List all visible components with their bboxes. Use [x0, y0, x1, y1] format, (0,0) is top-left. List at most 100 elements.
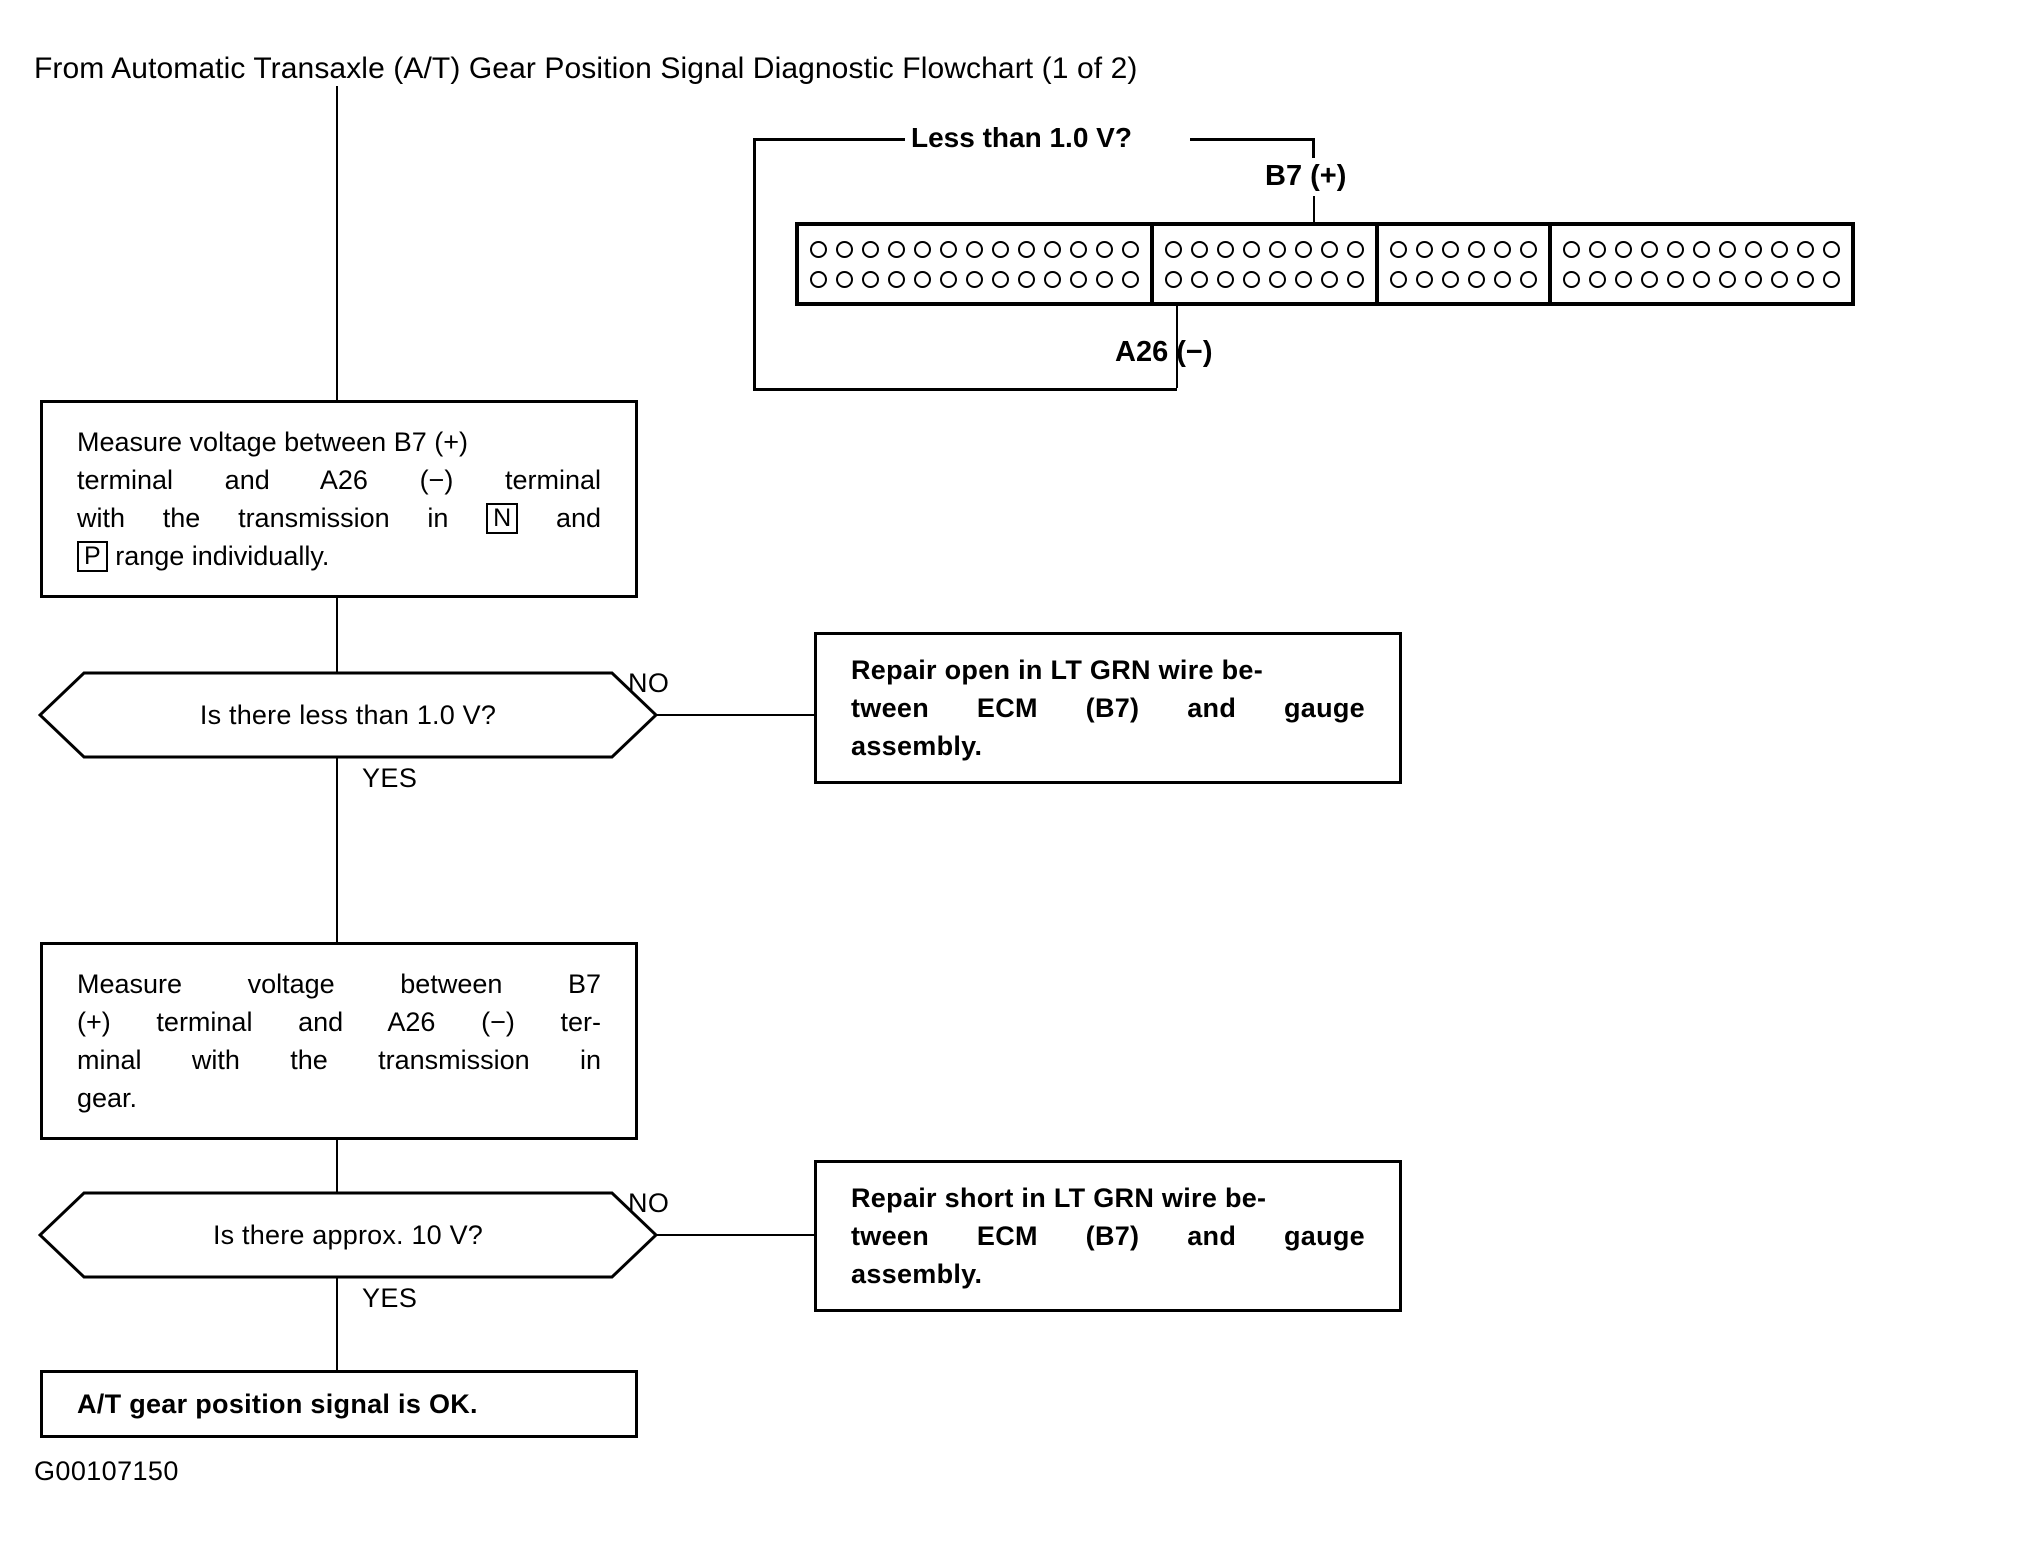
decision1-no-label: NO	[628, 668, 670, 698]
bracket-bottom-rail	[753, 388, 1177, 391]
connector-pin	[1269, 270, 1286, 288]
step1-line2: terminal and A26 (−) terminal	[77, 465, 601, 495]
connector-pin	[862, 270, 879, 288]
entry-flow-line	[336, 86, 338, 400]
repair2-box: Repair short in LT GRN wire be- tween EC…	[814, 1160, 1402, 1312]
connector-pin	[1468, 270, 1485, 288]
connector-pin	[1494, 240, 1511, 258]
flow-line-decision1-no	[656, 714, 816, 716]
step2-text: Measure voltage between B7 (+) terminal …	[43, 965, 635, 1117]
connector-pin	[1347, 240, 1364, 258]
decision2-yes-label: YES	[362, 1283, 418, 1313]
connector-pin	[1165, 270, 1182, 288]
page-title: From Automatic Transaxle (A/T) Gear Posi…	[34, 52, 1138, 85]
bracket-top-rail-left	[753, 138, 913, 141]
terminal-result-box: A/T gear position signal is OK.	[40, 1370, 638, 1438]
pin-row-top	[1165, 240, 1364, 258]
connector-pin	[1823, 270, 1840, 288]
connector-pin	[1390, 270, 1407, 288]
decision1-hexagon	[38, 671, 658, 759]
repair1-box: Repair open in LT GRN wire be- tween ECM…	[814, 632, 1402, 784]
connector-pin	[1693, 240, 1710, 258]
connector-pin	[940, 270, 957, 288]
repair1-line3: assembly.	[851, 731, 983, 761]
connector-pin	[1018, 270, 1035, 288]
connector-pin	[1044, 270, 1061, 288]
repair1-line2: tween ECM (B7) and gauge	[851, 693, 1365, 723]
step1-process-box: Measure voltage between B7 (+) terminal …	[40, 400, 638, 598]
connector-pin	[1589, 270, 1606, 288]
connector-pin	[1191, 270, 1208, 288]
connector-pin	[1771, 240, 1788, 258]
connector-pin	[1442, 240, 1459, 258]
connector-pin	[1321, 270, 1338, 288]
flow-line-decision2-no	[656, 1234, 816, 1236]
pin-row-top	[1563, 240, 1840, 258]
connector-pin	[1719, 270, 1736, 288]
connector-pin	[1823, 240, 1840, 258]
connector-pin	[1615, 240, 1632, 258]
connector-pin-b7	[1243, 240, 1260, 258]
connector-pin	[1044, 240, 1061, 258]
flow-line-step2-to-decision2	[336, 1140, 338, 1210]
connector-pin	[1468, 240, 1485, 258]
connector-section-d	[1552, 226, 1851, 302]
connector-pin	[1719, 240, 1736, 258]
ecm-connector-diagram	[795, 222, 1855, 306]
connector-pin	[1096, 240, 1113, 258]
connector-pin	[1070, 270, 1087, 288]
connector-pin	[966, 240, 983, 258]
flow-line-step1-to-decision1	[336, 598, 338, 672]
repair2-line3: assembly.	[851, 1259, 983, 1289]
pin-row-top	[810, 240, 1139, 258]
b7-lead-line	[1313, 196, 1315, 242]
connector-pin-a26	[1122, 270, 1139, 288]
bracket-right-drop	[1312, 138, 1315, 158]
step1-line4: P range individually.	[77, 537, 601, 575]
connector-pin	[810, 240, 827, 258]
connector-pin	[810, 270, 827, 288]
connector-pin	[1295, 240, 1312, 258]
pin-row-bottom	[1563, 270, 1840, 288]
connector-pin	[914, 240, 931, 258]
connector-pin	[1096, 270, 1113, 288]
gear-range-p: P	[77, 541, 108, 572]
connector-pin	[1217, 270, 1234, 288]
connector-pin	[914, 270, 931, 288]
decision1-label: Is there less than 1.0 V?	[199, 699, 497, 730]
connector-pin	[992, 270, 1009, 288]
decision1-yes-label: YES	[362, 763, 418, 793]
connector-pin	[1269, 240, 1286, 258]
connector-pin	[1018, 240, 1035, 258]
pin-row-bottom	[1390, 270, 1537, 288]
connector-section-b	[1154, 226, 1379, 302]
repair2-line2: tween ECM (B7) and gauge	[851, 1221, 1365, 1251]
connector-pin	[1563, 270, 1580, 288]
decision2-label: Is there approx. 10 V?	[212, 1219, 484, 1250]
connector-pin	[1295, 270, 1312, 288]
repair2-text: Repair short in LT GRN wire be- tween EC…	[817, 1179, 1399, 1293]
decision2-hexagon	[38, 1191, 658, 1279]
connector-pin	[1641, 240, 1658, 258]
connector-pin	[1321, 240, 1338, 258]
step2-line4: gear.	[77, 1083, 138, 1113]
connector-pin	[1797, 270, 1814, 288]
connector-pin	[1797, 240, 1814, 258]
b7-terminal-label: B7 (+)	[1265, 160, 1347, 192]
repair2-line1: Repair short in LT GRN wire be-	[851, 1183, 1267, 1213]
connector-pin	[1693, 270, 1710, 288]
gear-range-n: N	[486, 503, 519, 534]
pin-row-top	[1390, 240, 1537, 258]
repair1-text: Repair open in LT GRN wire be- tween ECM…	[817, 651, 1399, 765]
connector-pin	[1745, 270, 1762, 288]
step1-line3: with the transmission in N and	[77, 503, 601, 534]
bracket-top-rail-right	[1190, 138, 1315, 141]
a26-lead-line	[1176, 286, 1178, 388]
a26-terminal-label: A26 (−)	[1115, 336, 1213, 368]
connector-pin	[836, 270, 853, 288]
connector-pin	[888, 270, 905, 288]
flow-line-decision2-yes	[336, 1277, 338, 1372]
connector-pin	[1641, 270, 1658, 288]
connector-pin	[966, 270, 983, 288]
